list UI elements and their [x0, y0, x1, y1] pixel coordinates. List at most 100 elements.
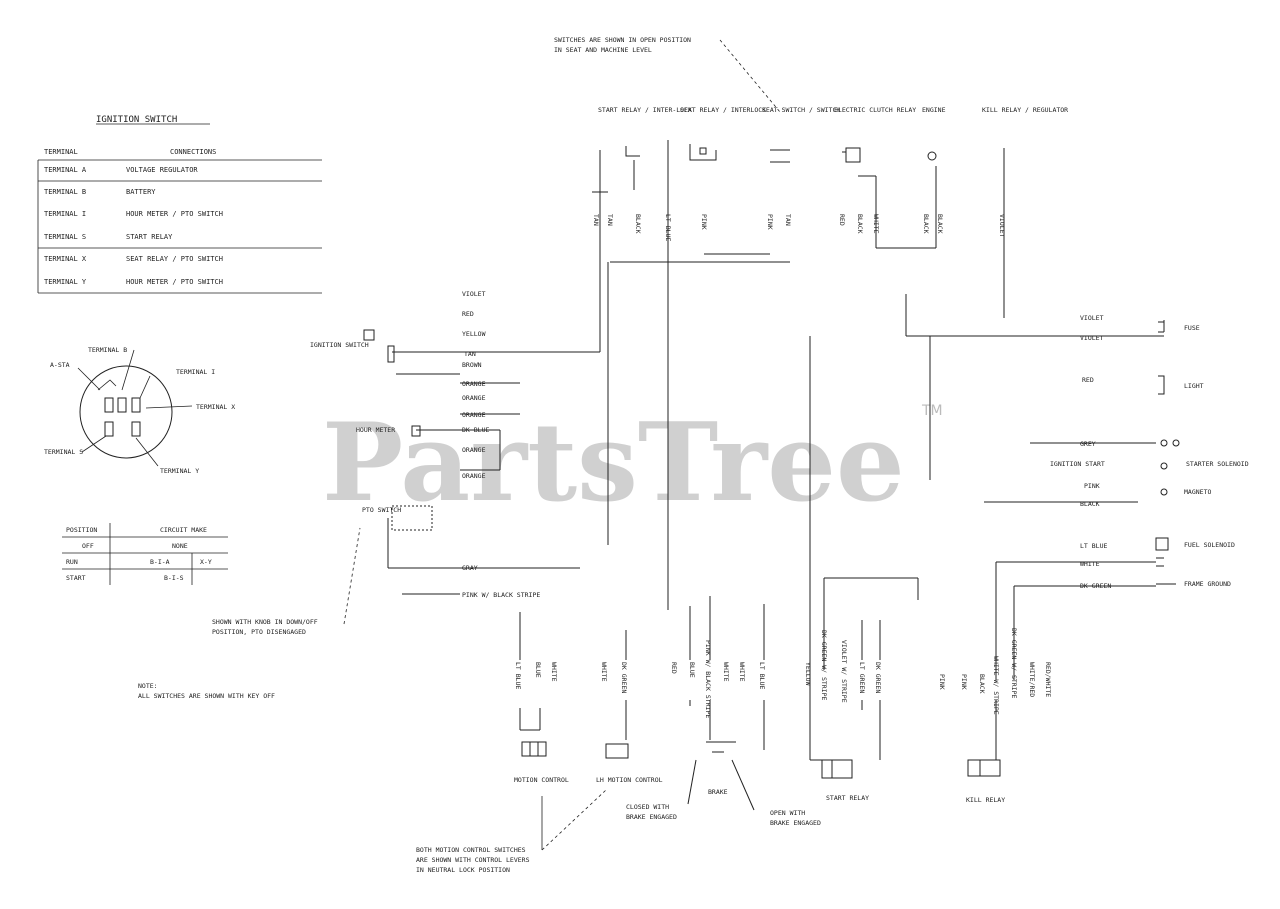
- comp-start-relay-top: START RELAY / INTER-LOCK: [598, 106, 692, 114]
- wire-bot-dk-green: DK GREEN: [620, 662, 628, 693]
- wire-top-black-2: BLACK: [856, 214, 864, 234]
- ign-row-3-connection: START RELAY: [126, 233, 173, 241]
- watermark-trademark: TM: [921, 403, 943, 419]
- note-brake-open-1: OPEN WITH: [770, 809, 805, 817]
- note-bottom-3: IN NEUTRAL LOCK POSITION: [416, 866, 510, 874]
- wire-left-orange-3: ORANGE: [462, 411, 486, 419]
- wire-right-violet-1: VIOLET: [1080, 314, 1104, 322]
- ign-row-3-terminal: TERMINAL S: [44, 233, 86, 241]
- comp-start-relay: START RELAY: [826, 794, 869, 802]
- comp-frame-ground: FRAME GROUND: [1184, 580, 1231, 588]
- wire-bot-white-red: WHITE/RED: [1028, 662, 1036, 697]
- wire-bot-lt-blue-2: BLUE: [688, 662, 696, 678]
- note-brake-closed-2: BRAKE ENGAGED: [626, 813, 677, 821]
- switch-label-s: TERMINAL S: [44, 448, 83, 456]
- wire-bot-lt-blue-3: LT BLUE: [758, 662, 766, 689]
- wire-bot-violet-stripe: VIOLET W/ STRIPE: [840, 640, 848, 703]
- comp-starter: STARTER SOLENOID: [1186, 460, 1249, 468]
- ignition-table: IGNITION SWITCH TERMINAL CONNECTIONS TER…: [37, 115, 322, 294]
- note-brake-open-2: BRAKE ENGAGED: [770, 819, 821, 827]
- wire-bot-red-stripe: RED: [670, 662, 678, 674]
- comp-seat-relay: SEAT RELAY / INTERLOCK: [680, 106, 766, 114]
- switch-label-y: TERMINAL Y: [160, 467, 199, 475]
- ign-row-5-connection: HOUR METER / PTO SWITCH: [126, 278, 223, 286]
- ign-row-1-connection: BATTERY: [126, 188, 156, 196]
- ign-row-0-connection: VOLTAGE REGULATOR: [126, 166, 198, 174]
- wire-left-gray: GRAY: [462, 564, 478, 572]
- wire-bot-pink-3: PINK: [960, 674, 968, 690]
- wire-left-orange-4: ORANGE: [462, 446, 486, 454]
- comp-motion-control-2: LH MOTION CONTROL: [596, 776, 663, 784]
- note-bottom-2: ARE SHOWN WITH CONTROL LEVERS: [416, 856, 530, 864]
- ignition-table-title: IGNITION SWITCH: [96, 115, 177, 125]
- comp-pto-switch: PTO SWITCH: [362, 506, 401, 514]
- wire-top-tan-3: TAN: [784, 214, 792, 226]
- comp-fuel-solenoid: FUEL SOLENOID: [1184, 541, 1235, 549]
- comp-clutch: ELECTRIC CLUTCH RELAY: [834, 106, 916, 114]
- wires: [387, 140, 1165, 761]
- wire-right-black: BLACK: [1080, 500, 1100, 508]
- ign-row-4-connection: SEAT RELAY / PTO SWITCH: [126, 255, 223, 263]
- wire-bot-white-2: WHITE: [600, 662, 608, 682]
- note-2: ALL SWITCHES ARE SHOWN WITH KEY OFF: [138, 692, 275, 700]
- wire-left-violet: VIOLET: [462, 290, 486, 298]
- note-pto-1: SHOWN WITH KNOB IN DOWN/OFF: [212, 618, 318, 626]
- bottom-component-symbols: [521, 741, 1001, 811]
- wire-top-white: WHITE: [872, 214, 880, 234]
- pos-row-2-position: START: [66, 574, 86, 582]
- pos-row-1-circuit: B-I-A: [150, 558, 170, 566]
- wire-left-orange-2: ORANGE: [462, 394, 486, 402]
- wire-right-violet-2: VIOLET: [1080, 334, 1104, 342]
- wire-left-yellow: YELLOW: [462, 330, 486, 338]
- wire-bot-white-3: WHITE: [722, 662, 730, 682]
- comp-fuse: FUSE: [1184, 324, 1200, 332]
- wire-left-tan: TAN: [464, 350, 476, 358]
- ignition-table-col-terminal: TERMINAL: [44, 148, 78, 156]
- comp-motion-control-1: MOTION CONTROL: [514, 776, 569, 784]
- wire-bot-green-stripe: DK GREEN W/ STRIPE: [1010, 628, 1018, 699]
- comp-brake: BRAKE: [708, 788, 728, 796]
- ign-row-0-terminal: TERMINAL A: [44, 166, 87, 174]
- wire-top-pink-2: PINK: [766, 214, 774, 230]
- wire-left-dk-blue: DK BLUE: [462, 426, 489, 434]
- wire-bot-lt-blue-1: LT BLUE: [514, 662, 522, 689]
- note-top-2: IN SEAT AND MACHINE LEVEL: [554, 46, 652, 54]
- note-pto-2: POSITION, PTO DISENGAGED: [212, 628, 306, 636]
- comp-magneto: MAGNETO: [1184, 488, 1211, 496]
- wire-left-orange-1: ORANGE: [462, 380, 486, 388]
- switch-label-a-left: A-STA: [50, 361, 70, 369]
- switch-label-x: TERMINAL X: [196, 403, 235, 411]
- wire-bot-blue: BLUE: [534, 662, 542, 678]
- position-table: POSITION CIRCUIT MAKE OFF NONE RUN B-I-A…: [62, 523, 228, 585]
- wire-bot-pink-2: PINK: [938, 674, 946, 690]
- comp-kill-relay-bottom: KILL RELAY: [966, 796, 1005, 804]
- wire-bot-white-stripe: WHITE W/ STRIPE: [992, 656, 1000, 715]
- ign-row-4-terminal: TERMINAL X: [44, 255, 87, 263]
- comp-ignition-start: IGNITION START: [1050, 460, 1105, 468]
- comp-kill-relay: KILL RELAY / REGULATOR: [982, 106, 1068, 114]
- switch-label-b: TERMINAL B: [88, 346, 127, 354]
- ignition-switch-drawing: TERMINAL B A-STA TERMINAL I TERMINAL X T…: [44, 346, 235, 475]
- wire-top-black-4: BLACK: [936, 214, 944, 234]
- wire-top-tan-2: TAN: [606, 214, 614, 226]
- wire-bot-white-1: WHITE: [550, 662, 558, 682]
- bottom-vertical-labels: LT BLUE BLUE WHITE WHITE DK GREEN RED BL…: [514, 628, 1052, 718]
- wire-left-pink-stripe: PINK W/ BLACK STRIPE: [462, 591, 540, 599]
- wire-right-dk-green: DK GREEN: [1080, 582, 1111, 590]
- wire-right-red: RED: [1082, 376, 1094, 384]
- comp-hour-meter: HOUR METER: [356, 426, 395, 434]
- wire-bot-yellow: YELLOW: [804, 662, 812, 686]
- wire-bot-black: BLACK: [978, 674, 986, 694]
- wire-left-brown: BROWN: [462, 361, 482, 369]
- pos-row-0-circuit: NONE: [172, 542, 188, 550]
- note-top-1: SWITCHES ARE SHOWN IN OPEN POSITION: [554, 36, 691, 44]
- ign-row-2-connection: HOUR METER / PTO SWITCH: [126, 210, 223, 218]
- wire-right-white: WHITE: [1080, 560, 1100, 568]
- wire-bot-pink-stripe: PINK W/ BLACK STRIPE: [704, 640, 712, 718]
- ign-row-5-terminal: TERMINAL Y: [44, 278, 87, 286]
- wire-right-pink: PINK: [1084, 482, 1100, 490]
- wire-bot-red-white: RED/WHITE: [1044, 662, 1052, 697]
- ign-row-2-terminal: TERMINAL I: [44, 210, 86, 218]
- comp-engine: ENGINE: [922, 106, 946, 114]
- comp-seat-switch: SEAT SWITCH / SWITCH: [762, 106, 840, 114]
